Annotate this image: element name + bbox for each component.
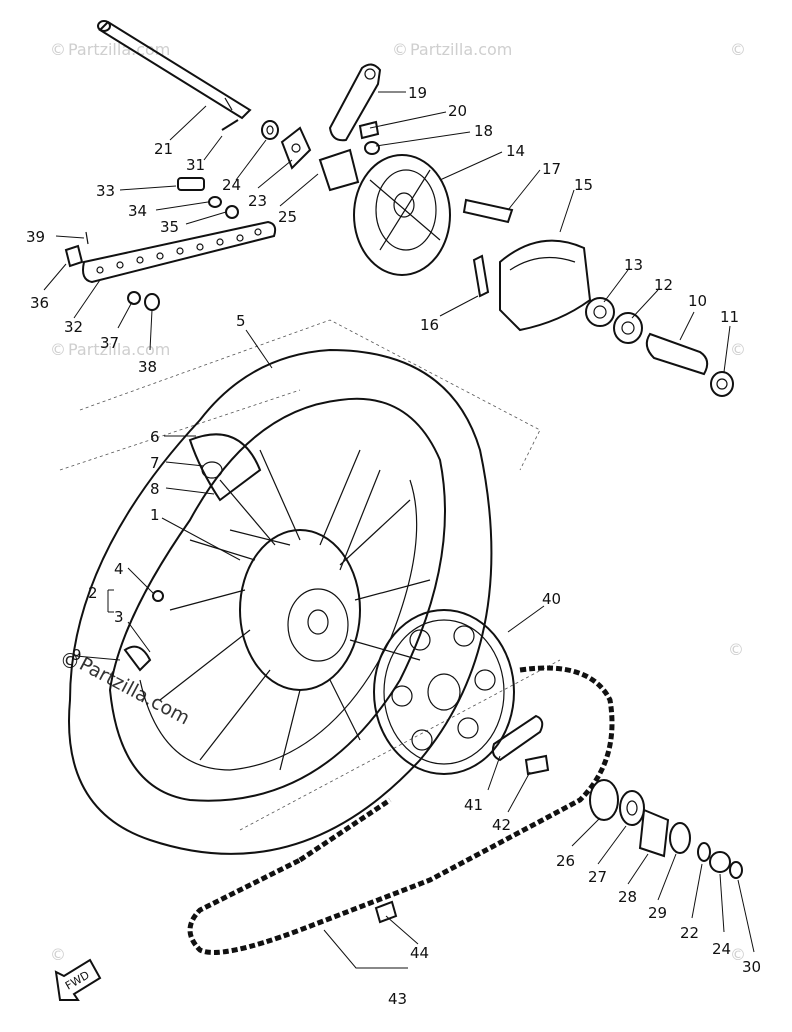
part-number-33: 33 bbox=[96, 182, 115, 200]
part-number-15: 15 bbox=[574, 176, 593, 194]
fwd-arrow: FWD bbox=[54, 958, 102, 1001]
part-number-30: 30 bbox=[742, 958, 761, 976]
rear-axle bbox=[97, 20, 252, 120]
part-number-27: 27 bbox=[588, 868, 607, 886]
part-number-40: 40 bbox=[542, 590, 561, 608]
part-number-25: 25 bbox=[278, 208, 297, 226]
watermark-copyright: © bbox=[50, 945, 66, 964]
part-number-labels: 19 20 18 14 17 15 21 31 24 23 33 34 35 2… bbox=[26, 84, 761, 1008]
part-number-35: 35 bbox=[160, 218, 179, 236]
part-number-39: 39 bbox=[26, 228, 45, 246]
brake-shoes bbox=[462, 198, 592, 332]
watermark-text: Partzilla.com bbox=[68, 340, 170, 359]
hub-bearings bbox=[585, 297, 734, 397]
part-number-24: 24 bbox=[222, 176, 241, 194]
guide-lines bbox=[59, 319, 561, 831]
watermark-copyright: © bbox=[392, 40, 408, 59]
part-number-16: 16 bbox=[420, 316, 439, 334]
part-number-6: 6 bbox=[150, 428, 160, 446]
part-number-22: 22 bbox=[680, 924, 699, 942]
part-number-24-lower: 24 bbox=[712, 940, 731, 958]
watermark-text-dark: Partzilla.com bbox=[76, 653, 194, 730]
watermark-copyright: © bbox=[730, 945, 746, 964]
part-number-8: 8 bbox=[150, 480, 160, 498]
watermark-copyright: © bbox=[50, 40, 66, 59]
part-number-10: 10 bbox=[688, 292, 707, 310]
axle-hardware bbox=[177, 119, 360, 219]
part-number-20: 20 bbox=[448, 102, 467, 120]
drive-chain bbox=[187, 665, 615, 955]
leader-lines bbox=[43, 91, 755, 969]
part-number-44: 44 bbox=[410, 944, 429, 962]
part-number-2: 2 bbox=[88, 584, 98, 602]
torque-arm bbox=[64, 220, 277, 311]
part-number-29: 29 bbox=[648, 904, 667, 922]
watermark-copyright: © bbox=[50, 340, 66, 359]
part-number-13: 13 bbox=[624, 256, 643, 274]
part-number-37: 37 bbox=[100, 334, 119, 352]
part-number-11: 11 bbox=[720, 308, 739, 326]
part-number-43: 43 bbox=[388, 990, 407, 1008]
watermark-copyright: © bbox=[730, 340, 746, 359]
part-number-26: 26 bbox=[556, 852, 575, 870]
rear-sprocket bbox=[373, 609, 515, 775]
part-number-3: 3 bbox=[114, 608, 124, 626]
part-number-23: 23 bbox=[248, 192, 267, 210]
part-number-34: 34 bbox=[128, 202, 147, 220]
part-number-12: 12 bbox=[654, 276, 673, 294]
part-number-31: 31 bbox=[186, 156, 205, 174]
rear-wheel bbox=[68, 348, 493, 855]
chain-master-link bbox=[374, 714, 550, 924]
part-number-32: 32 bbox=[64, 318, 83, 336]
part-number-28: 28 bbox=[618, 888, 637, 906]
part-number-4: 4 bbox=[114, 560, 124, 578]
part-number-36: 36 bbox=[30, 294, 49, 312]
part-number-14: 14 bbox=[506, 142, 525, 160]
brake-cam-lever bbox=[328, 63, 382, 155]
watermark-text: Partzilla.com bbox=[410, 40, 512, 59]
part-number-9: 9 bbox=[72, 646, 82, 664]
watermark-copyright: © bbox=[730, 40, 746, 59]
fwd-label: FWD bbox=[63, 968, 92, 992]
watermark-copyright: © bbox=[728, 640, 744, 659]
part-number-17: 17 bbox=[542, 160, 561, 178]
part-number-38: 38 bbox=[138, 358, 157, 376]
watermark-copyright-dark: © bbox=[60, 649, 80, 673]
part-number-1: 1 bbox=[150, 506, 160, 524]
part-number-21: 21 bbox=[154, 140, 173, 158]
part-number-7: 7 bbox=[150, 454, 160, 472]
part-number-41: 41 bbox=[464, 796, 483, 814]
part-number-18: 18 bbox=[474, 122, 493, 140]
brake-panel bbox=[353, 154, 451, 276]
part-number-5: 5 bbox=[236, 312, 246, 330]
part-number-19: 19 bbox=[408, 84, 427, 102]
sprocket-side-hardware bbox=[589, 779, 743, 879]
part-number-42: 42 bbox=[492, 816, 511, 834]
